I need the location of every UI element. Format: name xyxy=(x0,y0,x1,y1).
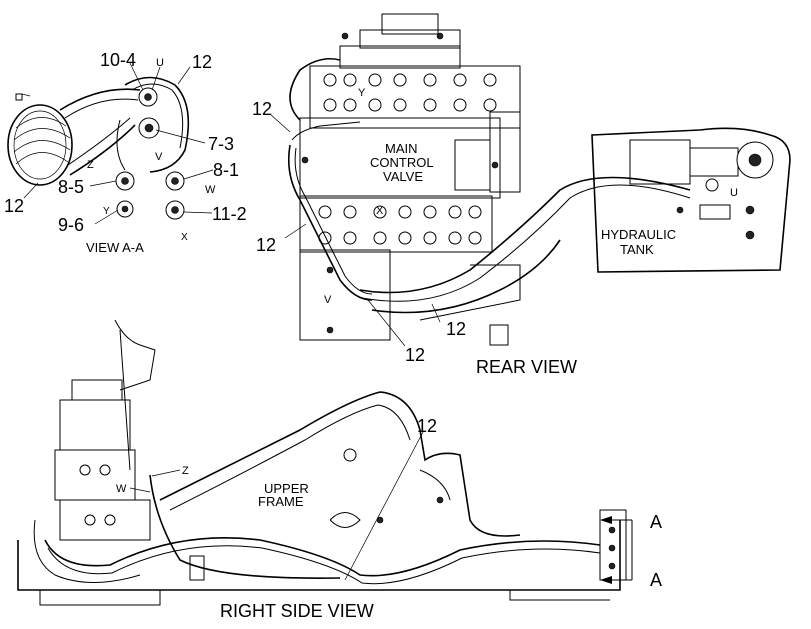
label-12-d: 12 xyxy=(405,345,425,365)
label-rear-v: V xyxy=(324,294,332,306)
label-z: Z xyxy=(87,159,94,171)
label-v: V xyxy=(155,151,163,163)
fitting-y xyxy=(116,200,134,218)
label-y: Y xyxy=(103,206,110,217)
label-7-3: 7-3 xyxy=(208,134,234,154)
fitting-x xyxy=(165,200,185,220)
label-8-5: 8-5 xyxy=(58,177,84,197)
label-8-1: 8-1 xyxy=(213,160,239,180)
rear-view-title: REAR VIEW xyxy=(476,357,577,377)
label-x: X xyxy=(181,232,188,243)
label-rear-x: X xyxy=(376,205,384,217)
frame-base-outline xyxy=(17,520,621,591)
spool-row-bottom xyxy=(318,205,482,245)
label-control: CONTROL xyxy=(370,155,434,170)
label-side-w: W xyxy=(116,483,127,495)
right-side-view: 12 Z W UPPER FRAME A A RIGHT SIDE VIEW xyxy=(17,319,662,621)
label-rear-u: U xyxy=(730,187,738,199)
label-12-a: 12 xyxy=(252,99,272,119)
label-hydraulic: HYDRAULIC xyxy=(601,227,676,242)
view-aa-title: VIEW A-A xyxy=(86,240,144,255)
label-rear-y: Y xyxy=(358,87,366,99)
label-upper: UPPER xyxy=(264,481,309,496)
fitting-z xyxy=(115,171,135,191)
label-w: W xyxy=(205,184,216,196)
label-tank: TANK xyxy=(620,242,654,257)
view-aa-oval-body xyxy=(7,104,73,186)
fitting-w xyxy=(165,171,185,191)
view-aa: 10-4 U 12 7-3 V Z 8-5 8-1 W 12 Y 9-6 11-… xyxy=(4,50,247,255)
spool-row-top xyxy=(323,73,497,112)
label-side-12: 12 xyxy=(417,416,437,436)
label-9-6: 9-6 xyxy=(58,215,84,235)
label-main: MAIN xyxy=(385,141,418,156)
label-12-left: 12 xyxy=(4,196,24,216)
label-valve: VALVE xyxy=(383,169,423,184)
right-side-view-title: RIGHT SIDE VIEW xyxy=(220,601,374,621)
label-section-a-top: A xyxy=(650,512,662,532)
fitting-u xyxy=(138,87,158,107)
rear-view: 12 Y MAIN CONTROL VALVE X 12 V 12 12 U H… xyxy=(252,13,791,377)
label-12-b: 12 xyxy=(256,235,276,255)
label-12-c: 12 xyxy=(446,319,466,339)
label-side-z: Z xyxy=(182,465,189,477)
label-11-2: 11-2 xyxy=(212,204,247,224)
label-12-top: 12 xyxy=(192,52,212,72)
fitting-v xyxy=(138,117,160,139)
hydraulic-tank-outline xyxy=(591,127,791,273)
label-section-a-bottom: A xyxy=(650,570,662,590)
label-10-4: 10-4 xyxy=(100,50,136,70)
label-u: U xyxy=(156,57,164,69)
label-frame: FRAME xyxy=(258,494,304,509)
